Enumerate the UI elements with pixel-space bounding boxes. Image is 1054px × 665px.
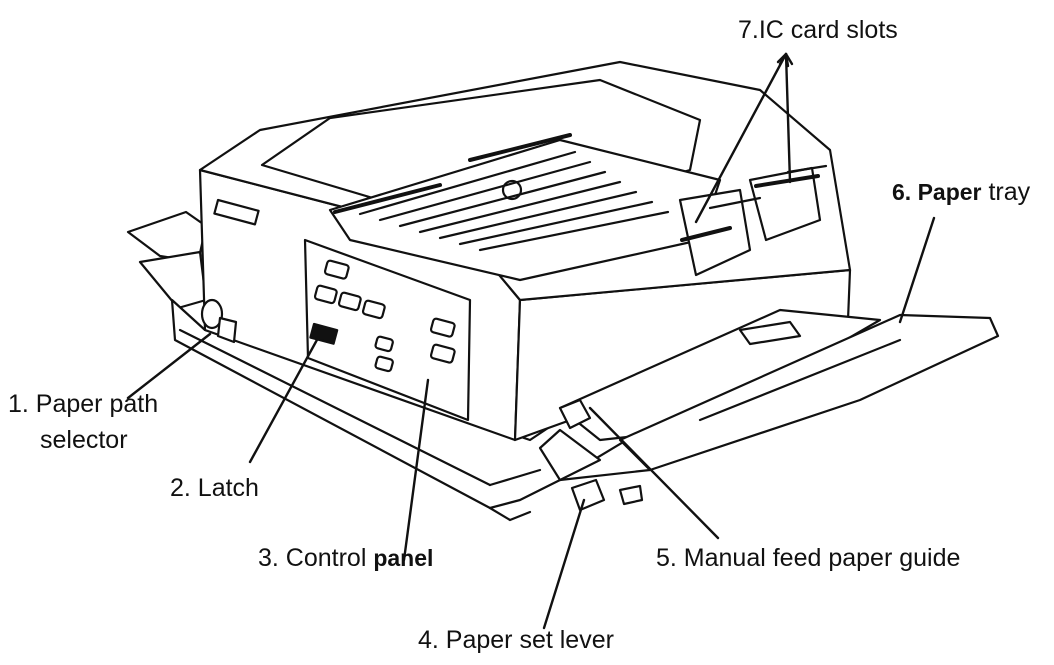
label-paper-set-lever: 4. Paper set lever [418, 626, 614, 654]
leader-control-panel [402, 378, 430, 562]
leader-paper-tray [898, 216, 936, 324]
leader-manual-feed-guide [588, 406, 720, 540]
label-manual-feed-guide: 5. Manual feed paper guide [656, 544, 961, 572]
label-control-panel: 3. Control panel [258, 546, 433, 571]
leader-paper-path-selector [126, 332, 212, 400]
label-paper-path-selector-2: selector [40, 426, 128, 454]
label-control-panel-a: 3. Control [258, 544, 367, 572]
label-ic-card-slots: 7.IC card slots [738, 16, 898, 44]
paper-path-selector-knob [200, 298, 238, 344]
leader-ic-slot-left [694, 52, 788, 224]
leader-ic-slot-right [784, 52, 792, 184]
label-latch: 2. Latch [170, 474, 259, 502]
label-paper-tray-b: tray [988, 178, 1031, 206]
leader-lines [126, 52, 936, 630]
ic-card-slots-graphic [678, 164, 828, 277]
label-paper-tray: 6. Paper tray [892, 180, 1030, 205]
leader-paper-set-lever [542, 498, 586, 630]
label-control-panel-b: panel [373, 545, 434, 571]
label-paper-tray-a: 6. Paper [892, 179, 982, 205]
leader-latch [248, 336, 320, 464]
rear-output-tray [126, 210, 208, 310]
manual-feed-and-tray [538, 308, 1000, 482]
label-paper-path-selector: 1. Paper path [8, 390, 159, 418]
paper-set-lever-graphic [570, 478, 644, 512]
arrowhead-ic-right [778, 52, 794, 66]
